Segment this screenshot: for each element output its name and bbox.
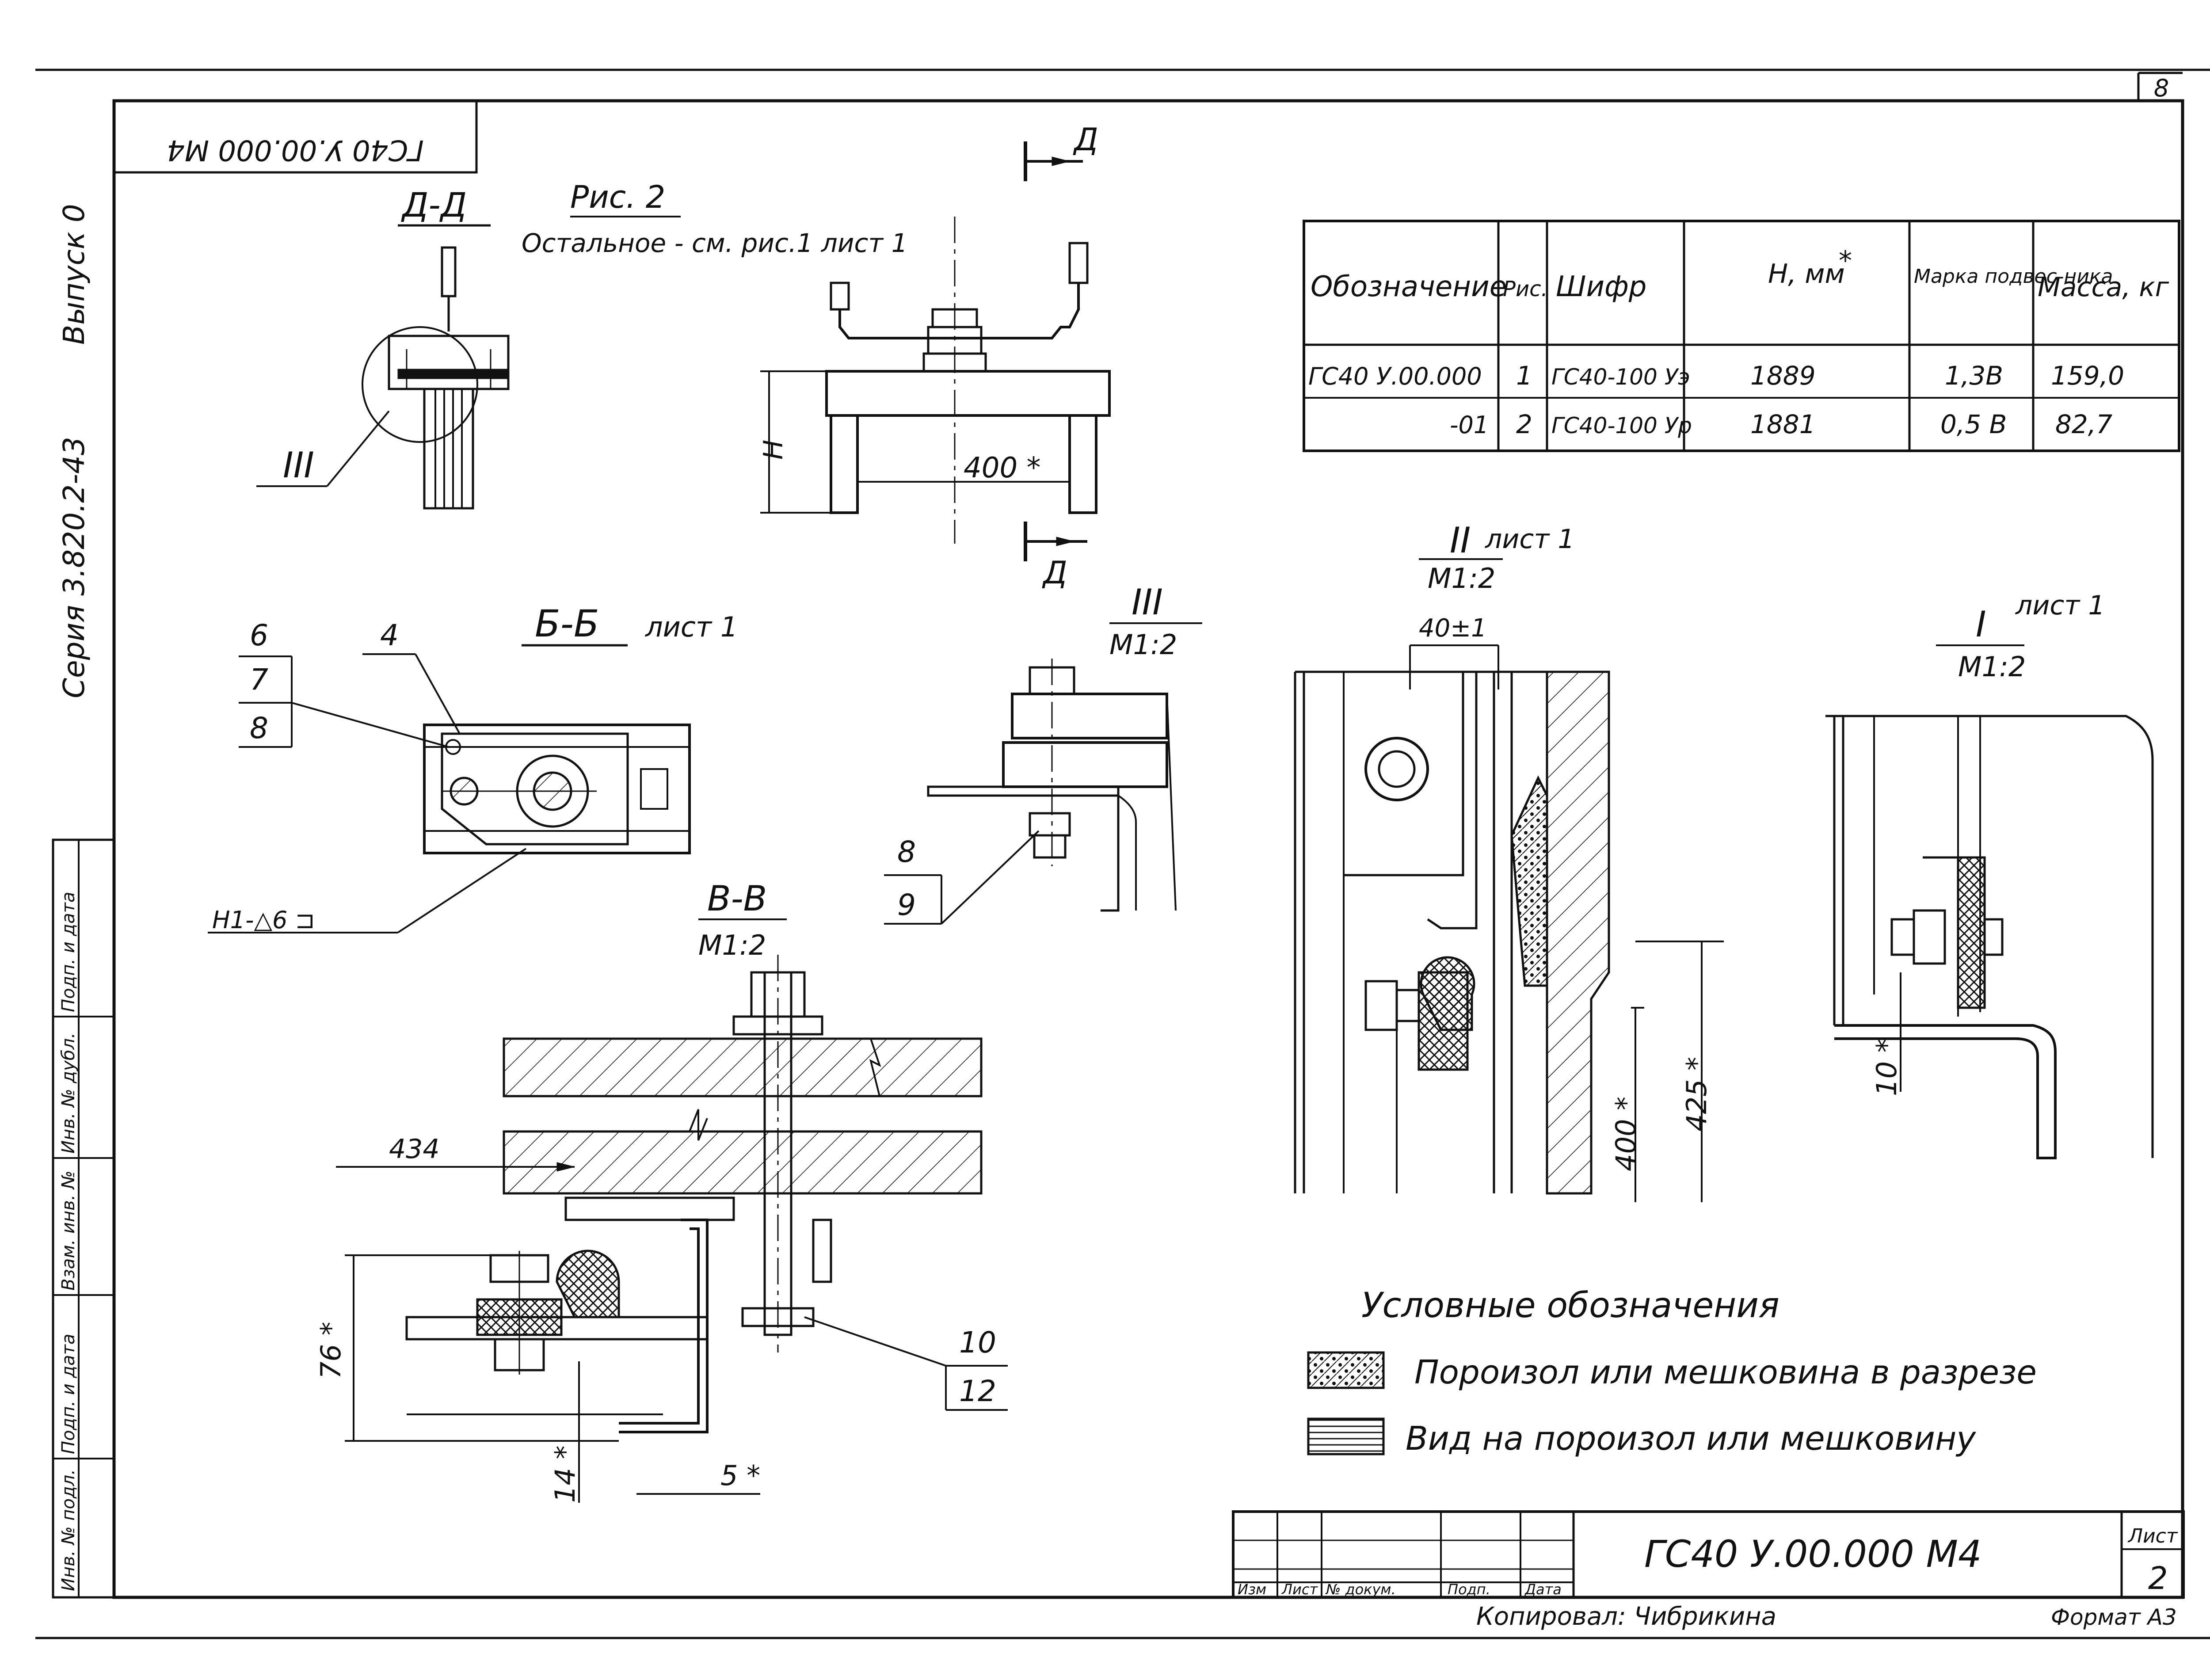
detail-ii-ref: лист 1	[1485, 524, 1575, 555]
bb-callout-6: 6	[250, 618, 268, 652]
mirrored-code: ГС40 У.00.000 М4	[167, 133, 424, 166]
dim-h-fig2: H	[758, 440, 789, 460]
legend-title: Условные обозначения	[1361, 1286, 1779, 1326]
cut-letter-top: Д	[1073, 122, 1098, 158]
spec-r2-h: 1881	[1750, 409, 1816, 439]
bb-weld-symbol: Н1-△6 ⊐	[212, 906, 315, 934]
legend-label-section: Пороизол или мешковина в разрезе	[1414, 1353, 2037, 1391]
legend-pattern-section	[1307, 1351, 1385, 1389]
dim-400-fig2: 400 *	[964, 452, 1041, 484]
spec-table-grid	[1303, 220, 2180, 452]
detail-iii-view	[927, 659, 1177, 912]
vv-dim-14: 14 *	[549, 1445, 581, 1503]
cut-marker-bottom	[1024, 522, 1087, 561]
spec-header-h: H, мм	[1768, 259, 1845, 290]
tb-sheet-label: Лист	[2127, 1525, 2178, 1547]
vv-dim-76: 76 *	[315, 1322, 347, 1379]
stamp-inv-dubl: Инв. № дубл.	[58, 1032, 79, 1154]
detail-i-title: I	[1976, 604, 1986, 645]
vv-dim-434: 434	[389, 1134, 440, 1165]
cut-letter-bottom: Д	[1042, 555, 1067, 591]
tb-header-izm: Изм	[1238, 1581, 1266, 1598]
spec-header-h-star: *	[1839, 245, 1852, 276]
title-block-grid	[1232, 1510, 2185, 1599]
spec-header-fig: Рис.	[1503, 277, 1548, 301]
spec-r2-fig: 2	[1516, 409, 1532, 439]
spec-r1-h: 1889	[1750, 361, 1816, 391]
section-vv-title: В-В	[707, 879, 767, 919]
tb-header-list: Лист	[1281, 1581, 1318, 1598]
tb-sheet-number: 2	[2148, 1560, 2168, 1596]
detail-i-view	[1825, 715, 2154, 1159]
iii-callout-8: 8	[897, 835, 916, 869]
spec-r2-designation: -01	[1450, 411, 1489, 439]
spec-r1-code: ГС40-100 Уэ	[1551, 364, 1690, 390]
spec-r2-code: ГС40-100 Ур	[1551, 413, 1692, 438]
detail-ii-view	[1294, 670, 1610, 1195]
section-bb-title: Б-Б	[535, 602, 599, 645]
ii-dim-425: 425 *	[1680, 1057, 1713, 1131]
spec-r1-fig: 1	[1516, 361, 1532, 391]
legend-pattern-view	[1307, 1417, 1385, 1455]
ii-dim-40: 40±1	[1419, 614, 1487, 643]
detail-i-scale: М1:2	[1958, 651, 2026, 683]
fig2-elevation	[825, 217, 1111, 544]
stamp-vzam-inv: Взам. инв. №	[58, 1170, 79, 1291]
section-dd-title: Д-Д	[401, 185, 467, 225]
detail-ii-scale: М1:2	[1428, 562, 1495, 594]
spec-r1-mass: 159,0	[2051, 361, 2124, 391]
tb-header-data: Дата	[1524, 1581, 1562, 1598]
vv-callout-10: 10	[959, 1326, 996, 1360]
bb-callout-4: 4	[380, 618, 399, 652]
tb-designation: ГС40 У.00.000 М4	[1644, 1532, 1981, 1576]
mirrored-code-box: ГС40 У.00.000 М4	[113, 99, 478, 174]
tb-header-dokum: № докум.	[1325, 1581, 1396, 1598]
section-dd-view	[362, 246, 510, 510]
section-vv-view	[405, 955, 983, 1433]
detail-i-ref: лист 1	[2015, 590, 2105, 621]
top-sheet-number: 8	[2154, 74, 2169, 102]
stamp-inv-podl: Инв. № подл.	[58, 1469, 79, 1591]
bb-callout-8: 8	[250, 711, 268, 745]
tb-header-podp: Подп.	[1448, 1581, 1490, 1598]
issue-label: Выпуск 0	[57, 204, 91, 345]
section-bb-view	[423, 724, 691, 854]
series-label: Серия 3.820.2-43	[57, 437, 91, 698]
iii-callout-9: 9	[897, 888, 916, 922]
stamp-podp-data-1: Подп. и дата	[58, 1334, 79, 1454]
detail-iii-scale: М1:2	[1109, 629, 1177, 661]
vv-dim-5: 5 *	[720, 1459, 760, 1492]
legend-label-view: Вид на пороизол или мешковину	[1406, 1420, 1976, 1458]
fig2-note: Остальное - см. рис.1 лист 1	[522, 228, 907, 258]
detail-ii-title: II	[1450, 520, 1471, 561]
spec-r1-designation: ГС40 У.00.000	[1308, 362, 1482, 390]
stamp-podp-data-2: Подп. и дата	[58, 892, 79, 1012]
format-label: Формат А3	[2051, 1604, 2177, 1630]
spec-header-code: Шифр	[1556, 270, 1646, 303]
i-dim-10: 10 *	[1871, 1039, 1903, 1096]
section-bb-ref: лист 1	[645, 611, 738, 643]
vv-callout-12: 12	[959, 1374, 996, 1408]
sheet-frame	[35, 69, 2210, 1639]
spec-header-brand: Марка подвес-ника	[1914, 265, 2113, 288]
detail-iii-title: III	[1132, 582, 1163, 623]
ii-dim-400: 400 *	[1610, 1097, 1642, 1171]
section-vv-scale: М1:2	[698, 929, 766, 961]
fig2-title: Рис. 2	[570, 179, 665, 215]
spec-r1-brand: 1,3В	[1945, 361, 2003, 391]
spec-r2-mass: 82,7	[2055, 409, 2112, 439]
spec-r2-brand: 0,5 В	[1940, 409, 2007, 439]
cut-marker-top	[1024, 141, 1083, 181]
spec-header-mass: Масса, кг	[2038, 272, 2169, 303]
bb-callout-7: 7	[250, 663, 268, 697]
callout-iii-fig2: III	[283, 445, 314, 486]
copied-by: Копировал: Чибрикина	[1476, 1602, 1776, 1631]
spec-header-designation: Обозначение	[1311, 270, 1507, 303]
side-stamp	[52, 838, 115, 1599]
